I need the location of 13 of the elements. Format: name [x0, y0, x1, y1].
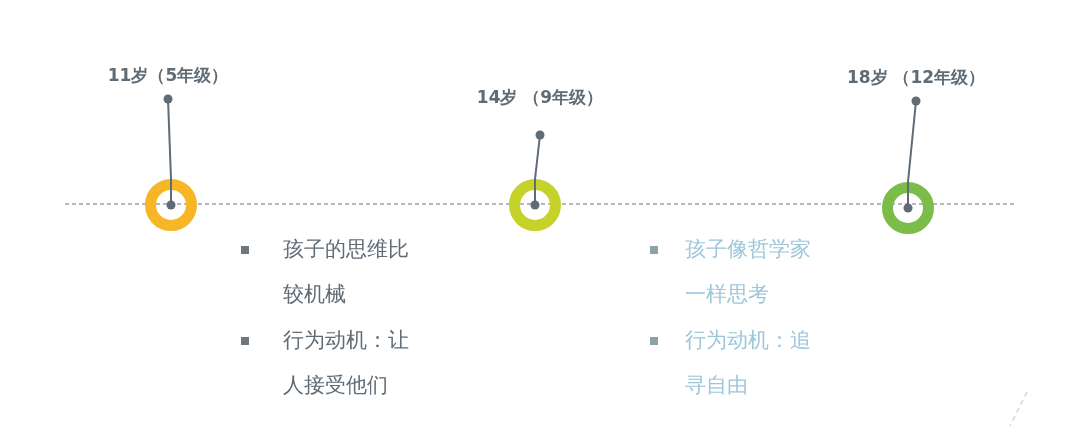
age-label: 14岁 （9年级） — [476, 86, 604, 109]
ring-marker — [145, 179, 197, 231]
bullet-text: 行为动机：让人接受他们 — [283, 327, 410, 399]
pin-line — [534, 130, 545, 180]
pin-line — [163, 94, 173, 180]
age-label: 11岁（5年级） — [107, 64, 229, 87]
ring-marker — [882, 182, 934, 234]
pin-line — [907, 96, 921, 183]
bullet-text: 孩子像哲学家一样思考 — [685, 236, 812, 308]
age-label: 18岁 （12年级） — [846, 66, 986, 89]
bullet-text: 行为动机：追寻自由 — [685, 327, 812, 399]
ring-marker — [509, 179, 561, 231]
bullet-text: 孩子的思维比较机械 — [283, 236, 410, 308]
